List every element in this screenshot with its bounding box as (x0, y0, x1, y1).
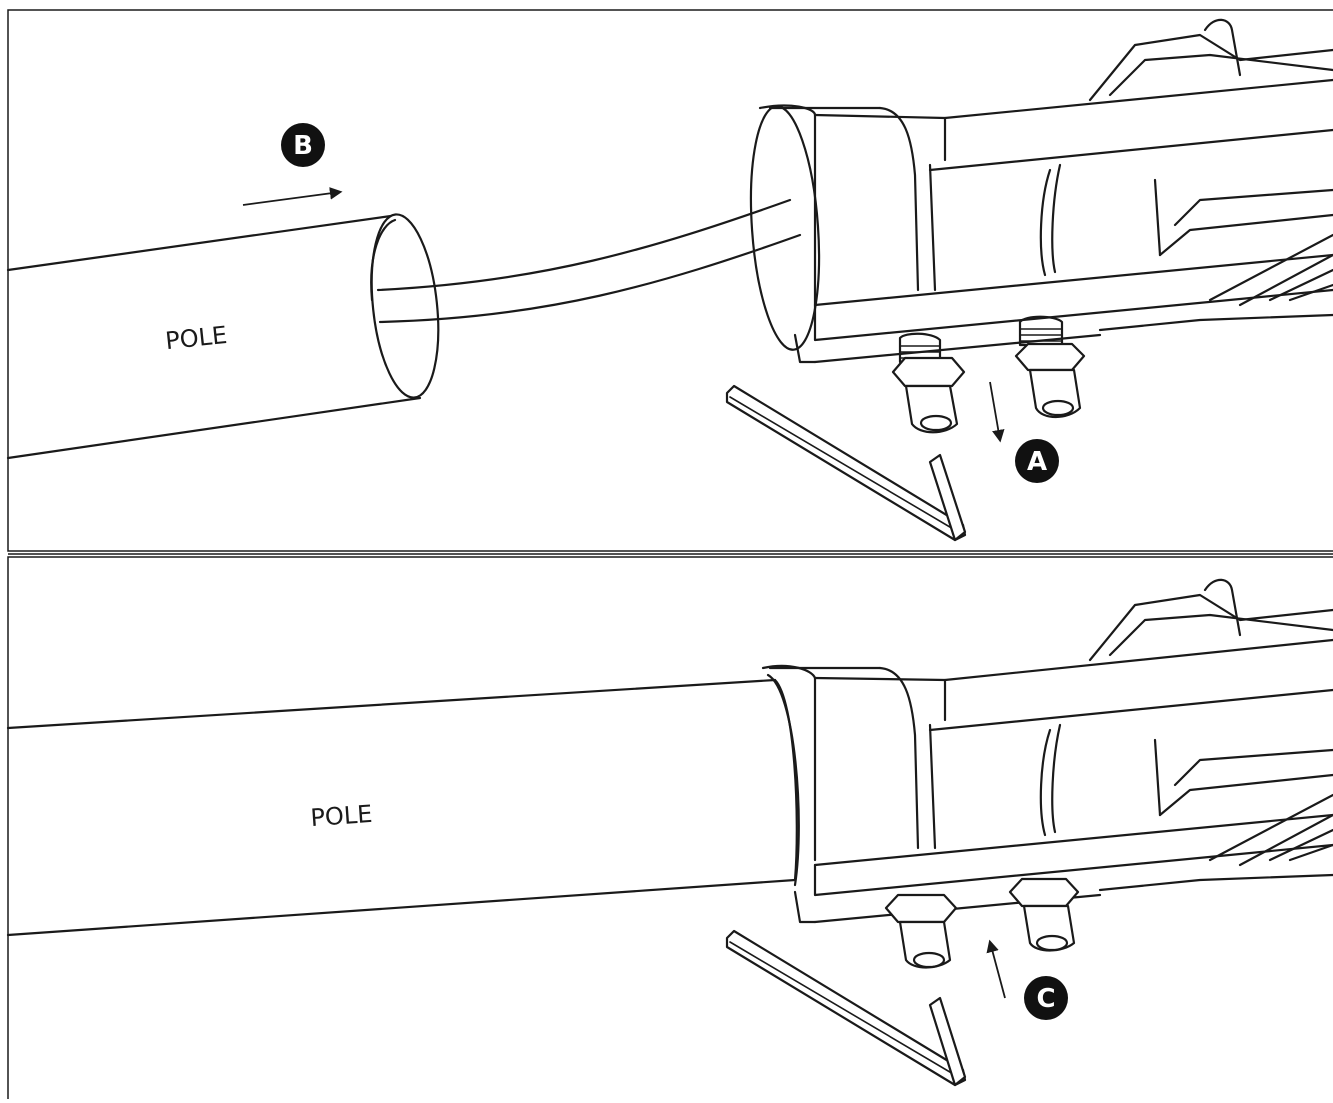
wire-cable (376, 198, 802, 324)
step-badge-b: B (281, 123, 325, 167)
step-badge-c-label: C (1036, 984, 1055, 1014)
arrow-loosen-screws (989, 381, 1005, 443)
step-badge-a: A (1015, 439, 1059, 483)
panel-top-frame (7, 9, 1333, 552)
allen-key-bottom (725, 929, 967, 1087)
pole-label-top: POLE (164, 321, 228, 355)
panel-top: B A POLE (6, 9, 1333, 552)
pole-tube-top (6, 213, 440, 460)
step-badge-c: C (1024, 976, 1068, 1020)
light-fixture-bottom (761, 578, 1333, 924)
allen-key-top (725, 384, 967, 542)
set-screw-right-bottom (1008, 877, 1080, 952)
step-badge-b-label: B (293, 131, 313, 161)
step-badge-a-label: A (1027, 447, 1047, 477)
panel-bottom: C POLE (6, 556, 1333, 1103)
set-screw-right-top (1014, 315, 1086, 419)
arrow-tighten-screws (986, 939, 1006, 999)
set-screw-left-bottom (884, 893, 958, 969)
pole-label-bottom: POLE (310, 800, 374, 832)
light-fixture-top (749, 18, 1333, 364)
pole-tube-bottom (6, 678, 798, 937)
panel-bottom-frame (7, 556, 1333, 1103)
set-screw-left-top (891, 332, 966, 434)
arrow-insert-pole (242, 187, 343, 206)
